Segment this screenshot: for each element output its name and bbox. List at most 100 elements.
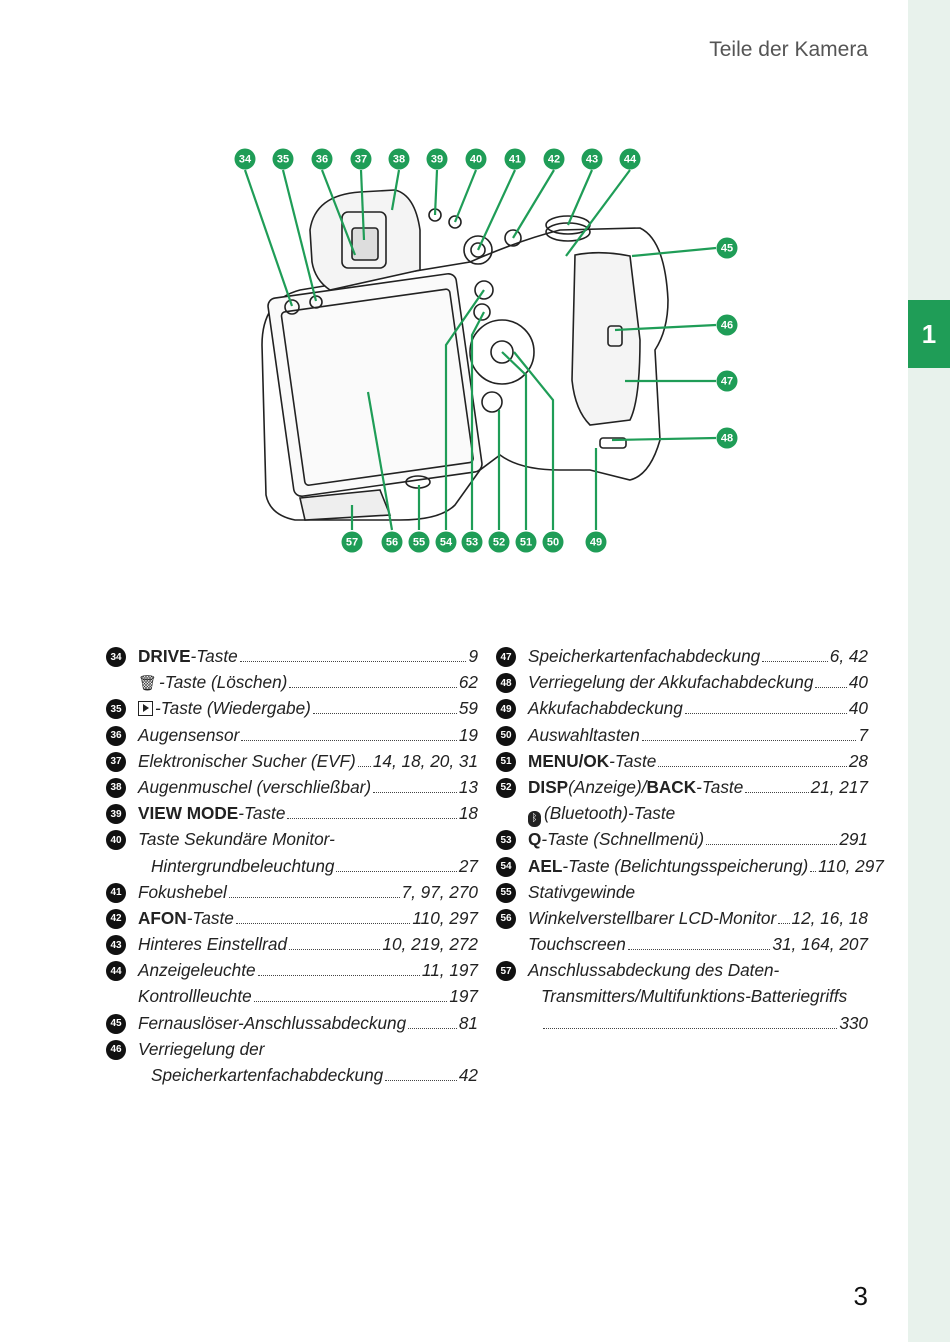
- callout-42: 42: [543, 148, 565, 170]
- button-name: AFON: [138, 907, 187, 928]
- callout-45: 45: [716, 237, 738, 259]
- dot-leader: [241, 739, 457, 741]
- page-reference[interactable]: 62: [458, 672, 478, 693]
- callout-39: 39: [426, 148, 448, 170]
- callout-52: 52: [488, 531, 510, 553]
- legend-text: 330: [541, 1013, 868, 1037]
- dot-leader: [762, 661, 828, 662]
- page-reference[interactable]: 18: [458, 803, 478, 824]
- page-reference[interactable]: 110, 297: [818, 855, 884, 876]
- dot-leader: [357, 765, 371, 767]
- callout-53: 53: [461, 531, 483, 553]
- item-number-badge: 50: [496, 725, 516, 746]
- legend-text: -Taste (Wiedergabe)59: [138, 698, 478, 722]
- svg-text:45: 45: [721, 243, 733, 255]
- page-reference[interactable]: 7, 97, 270: [401, 881, 478, 902]
- page-reference[interactable]: 197: [449, 986, 478, 1007]
- legend-entry: Hintergrundbeleuchtung 27: [106, 856, 478, 882]
- page-reference[interactable]: 7: [858, 724, 868, 745]
- legend-entry: ᛒ(Bluetooth)-Taste: [496, 803, 868, 829]
- label-text: Speicherkartenfachabdeckung: [528, 646, 761, 666]
- label-text: -Taste: [238, 803, 286, 824]
- dot-leader: [235, 922, 411, 924]
- legend-entry-38: 38 Augenmuschel (verschließbar) 13: [106, 777, 478, 803]
- legend-entry: 330: [496, 1013, 868, 1039]
- label-text: Hintergrundbeleuchtung: [151, 855, 335, 876]
- page-reference[interactable]: 19: [458, 724, 478, 745]
- label-text: (Bluetooth)-Taste: [544, 803, 676, 824]
- button-name: AEL: [528, 855, 563, 876]
- dot-leader: [815, 687, 847, 689]
- svg-text:51: 51: [520, 537, 532, 549]
- dot-leader: [239, 661, 467, 662]
- page-reference[interactable]: 12, 16, 18: [791, 907, 868, 928]
- page-reference[interactable]: 14, 18, 20, 31: [372, 750, 478, 771]
- page-reference[interactable]: 6, 42: [829, 646, 868, 666]
- page-reference[interactable]: 42: [458, 1065, 478, 1085]
- item-number-badge: 45: [106, 1013, 126, 1034]
- page-reference[interactable]: 27: [458, 855, 478, 876]
- page-reference[interactable]: 40: [848, 698, 868, 719]
- legend-text: Speicherkartenfachabdeckung 42: [151, 1065, 478, 1089]
- page-reference[interactable]: 11, 197: [421, 960, 478, 981]
- label-text: Speicherkartenfachabdeckung: [151, 1065, 384, 1085]
- item-number-badge: 38: [106, 777, 126, 798]
- chapter-tab[interactable]: 1: [908, 300, 950, 368]
- page-reference[interactable]: 13: [458, 776, 478, 797]
- dot-leader: [289, 949, 381, 951]
- page-reference[interactable]: 10, 219, 272: [382, 934, 478, 955]
- page-reference[interactable]: 31, 164, 207: [772, 934, 868, 955]
- item-number-badge: 49: [496, 699, 516, 720]
- label-text: -Taste: [186, 907, 234, 928]
- dot-leader: [257, 975, 420, 977]
- legend-entry: Transmitters/Multifunktions-Batteriegrif…: [496, 986, 868, 1012]
- item-number-badge: 51: [496, 751, 516, 772]
- page-reference[interactable]: 81: [458, 1012, 478, 1033]
- item-number-badge: 43: [106, 935, 126, 956]
- label-text: Augenmuschel (verschließbar): [138, 776, 372, 797]
- label-text: Taste Sekundäre Monitor-: [138, 829, 335, 850]
- page-reference[interactable]: 330: [839, 1012, 868, 1033]
- legend-text: ᛒ(Bluetooth)-Taste: [528, 803, 868, 828]
- item-number-badge: 57: [496, 961, 516, 982]
- page-reference[interactable]: 291: [839, 829, 868, 850]
- legend-text: Fokushebel 7, 97, 270: [138, 882, 478, 906]
- dot-leader: [289, 687, 457, 689]
- label-text: -Taste: [609, 750, 657, 771]
- legend-entry: Touchscreen 31, 164, 207: [496, 934, 868, 960]
- dot-leader: [373, 791, 457, 793]
- page-reference[interactable]: 110, 297: [412, 907, 478, 928]
- button-name: VIEW MODE: [138, 803, 239, 824]
- label-text: Fokushebel: [138, 881, 227, 902]
- button-name: DISP: [528, 776, 569, 797]
- page-reference[interactable]: 40: [848, 672, 868, 693]
- label-text: -Taste: [696, 776, 744, 797]
- page-reference[interactable]: 21, 217: [810, 776, 868, 797]
- page-reference[interactable]: 59: [458, 698, 478, 719]
- svg-text:43: 43: [586, 154, 598, 166]
- item-number-badge: 55: [496, 882, 516, 903]
- svg-text:57: 57: [346, 537, 358, 549]
- camera-body-drawing: [261, 189, 669, 521]
- legend-text: AEL-Taste (Belichtungsspeicherung) 110, 2…: [528, 855, 884, 880]
- legend-text: Anzeigeleuchte 11, 197: [138, 960, 478, 984]
- legend-text: VIEW MODE-Taste 18: [138, 803, 478, 827]
- label-text: -Taste (Belichtungsspeicherung): [562, 855, 809, 876]
- page-reference[interactable]: 28: [848, 750, 868, 771]
- callout-34: 34: [234, 148, 256, 170]
- label-text: Touchscreen: [528, 934, 626, 955]
- callout-40: 40: [465, 148, 487, 170]
- svg-text:54: 54: [440, 537, 453, 549]
- page-reference[interactable]: 9: [468, 646, 478, 666]
- label-text: Anzeigeleuchte: [138, 960, 256, 981]
